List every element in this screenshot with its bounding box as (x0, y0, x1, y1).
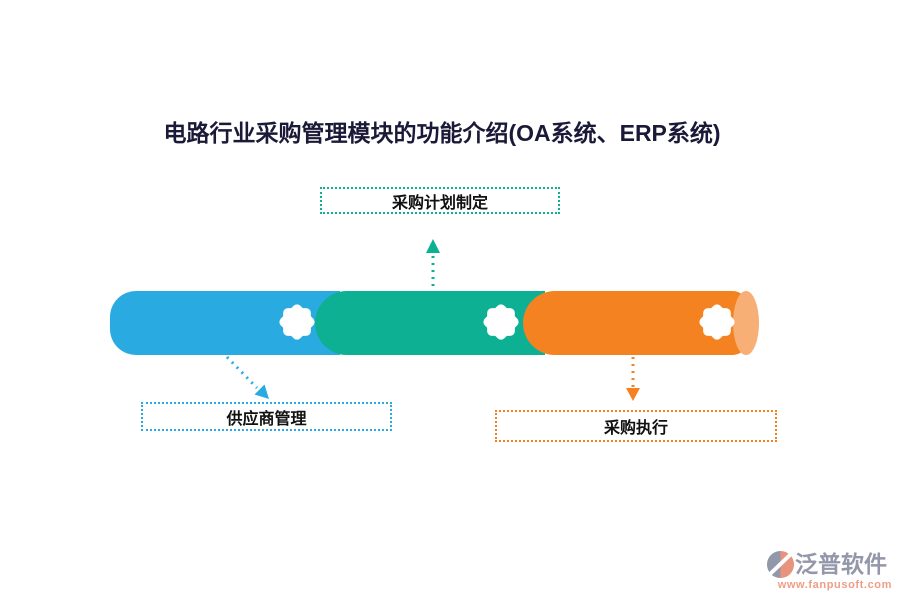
label-box-supplier: 供应商管理 (141, 402, 392, 431)
label-supplier-text: 供应商管理 (226, 410, 307, 428)
page-title: 电路行业采购管理模块的功能介绍(OA系统、ERP系统) (163, 120, 721, 146)
label-box-plan: 采购计划制定 (320, 187, 560, 214)
watermark: 泛普软件 www.fanpusoft.com (766, 550, 892, 591)
label-box-execute: 采购执行 (495, 410, 777, 442)
arrow-plan (426, 239, 440, 293)
watermark-url: www.fanpusoft.com (777, 579, 892, 591)
bar-segment-supplier (110, 291, 340, 355)
arrow-supplier (225, 355, 269, 399)
arrow-execute (626, 357, 640, 401)
label-execute-text: 采购执行 (603, 420, 668, 437)
fanpu-logo-icon (766, 550, 795, 579)
watermark-brand-name: 泛普软件 (795, 552, 887, 577)
eight-point-star-icon (699, 304, 735, 340)
bar-segment-plan (315, 291, 545, 355)
cylinder-end-cap (733, 291, 759, 355)
label-plan-text: 采购计划制定 (391, 194, 488, 212)
eight-point-star-icon (483, 304, 519, 340)
eight-point-star-icon (279, 304, 315, 340)
bar-segment-execute (523, 291, 747, 355)
